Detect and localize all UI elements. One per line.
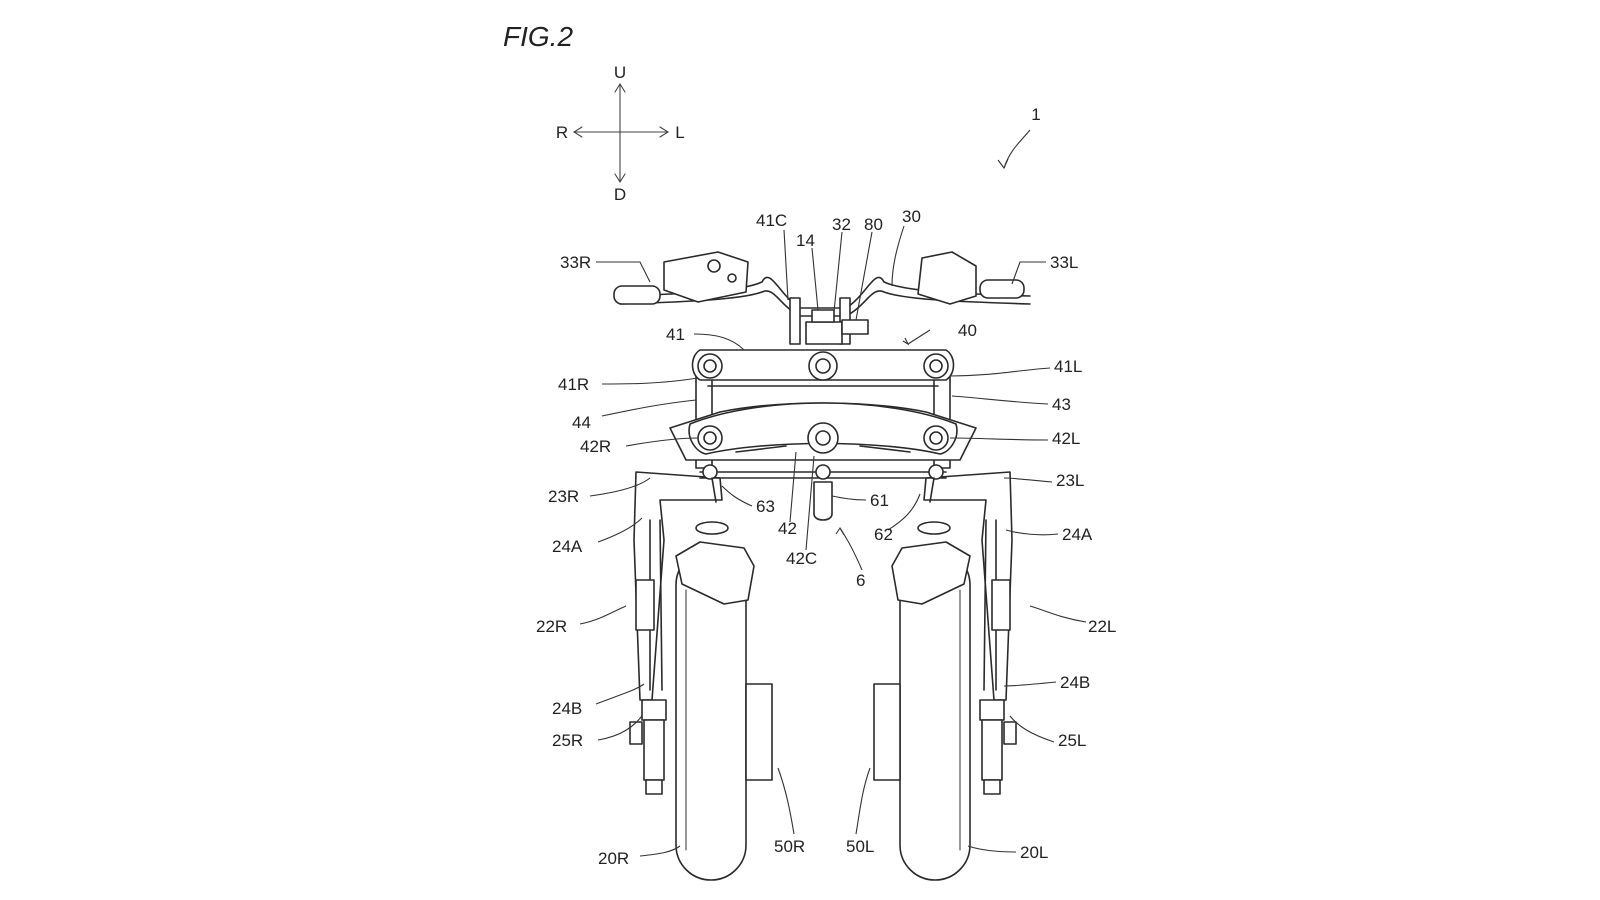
- left-grip: [979, 279, 1025, 299]
- direction-down-label: D: [614, 185, 626, 204]
- steering-column-head: [805, 321, 843, 345]
- right-lever-pivot: [707, 259, 721, 273]
- direction-up-label: U: [614, 63, 626, 82]
- ref-32: 32: [832, 215, 851, 234]
- left-brake-lever-housing: [917, 251, 977, 305]
- ref-22L: 22L: [1088, 617, 1116, 636]
- ref-80: 80: [864, 215, 883, 234]
- ref-61: 61: [870, 491, 889, 510]
- assembly-ref-arrowhead: [997, 158, 1009, 170]
- ref-24A-right: 24A: [552, 537, 583, 556]
- ref-41C: 41C: [756, 211, 787, 230]
- lower-cross-member-rib: [735, 445, 911, 453]
- ref-42L: 42L: [1052, 429, 1080, 448]
- sensor-unit: [841, 319, 869, 335]
- ref-42R: 42R: [580, 437, 611, 456]
- ref-33R: 33R: [560, 253, 591, 272]
- ref-62: 62: [874, 525, 893, 544]
- steering-shaft-top: [811, 309, 835, 323]
- ref-30: 30: [902, 207, 921, 226]
- ref-14: 14: [796, 231, 815, 250]
- assembly-ref-leader: [1003, 129, 1031, 169]
- ref-43: 43: [1052, 395, 1071, 414]
- ref-50L: 50L: [846, 837, 874, 856]
- steering-joint: [813, 481, 833, 521]
- ref-25L: 25L: [1058, 731, 1086, 750]
- ref-22R: 22R: [536, 617, 567, 636]
- left-fender: [891, 541, 971, 605]
- steering-column-clamp-right: [789, 297, 801, 345]
- ref-41: 41: [666, 325, 685, 344]
- tie-rod-links: [711, 477, 935, 503]
- assembly-ref-label: 1: [1031, 105, 1040, 124]
- vehicle-illustration: [613, 251, 1031, 881]
- ref-50R: 50R: [774, 837, 805, 856]
- ref-24A-left: 24A: [1062, 525, 1093, 544]
- direction-right-label: R: [556, 123, 568, 142]
- right-lever-screw: [727, 273, 737, 283]
- right-suspension: [629, 471, 729, 795]
- right-brake-unit: [745, 683, 773, 781]
- pivot-bolts: [697, 351, 949, 480]
- ref-23R: 23R: [548, 487, 579, 506]
- ref-33L: 33L: [1050, 253, 1078, 272]
- ref-24B-right: 24B: [552, 699, 582, 718]
- ref-63: 63: [756, 497, 775, 516]
- right-fender: [675, 541, 755, 605]
- ref-25R: 25R: [552, 731, 583, 750]
- left-brake-unit: [873, 683, 901, 781]
- ref-42: 42: [778, 519, 797, 538]
- ref-40: 40: [958, 321, 977, 340]
- reference-labels: 33R 33L 41C 14 32 80 30 41 40 41L 41R 43…: [536, 207, 1116, 868]
- figure-title: FIG.2: [503, 21, 573, 52]
- right-brake-lever-housing: [663, 251, 749, 303]
- ref-42C: 42C: [786, 549, 817, 568]
- direction-left-label: L: [675, 123, 684, 142]
- ref-23L: 23L: [1056, 471, 1084, 490]
- ref-24B-left: 24B: [1060, 673, 1090, 692]
- ref-44: 44: [572, 413, 591, 432]
- right-grip: [613, 285, 661, 305]
- ref-20L: 20L: [1020, 843, 1048, 862]
- direction-indicator: U D R L: [556, 63, 685, 204]
- left-suspension: [917, 471, 1017, 795]
- ref-41R: 41R: [558, 375, 589, 394]
- ref-6: 6: [856, 571, 865, 590]
- leader-lines: [579, 225, 1087, 857]
- ref-20R: 20R: [598, 849, 629, 868]
- ref-41L: 41L: [1054, 357, 1082, 376]
